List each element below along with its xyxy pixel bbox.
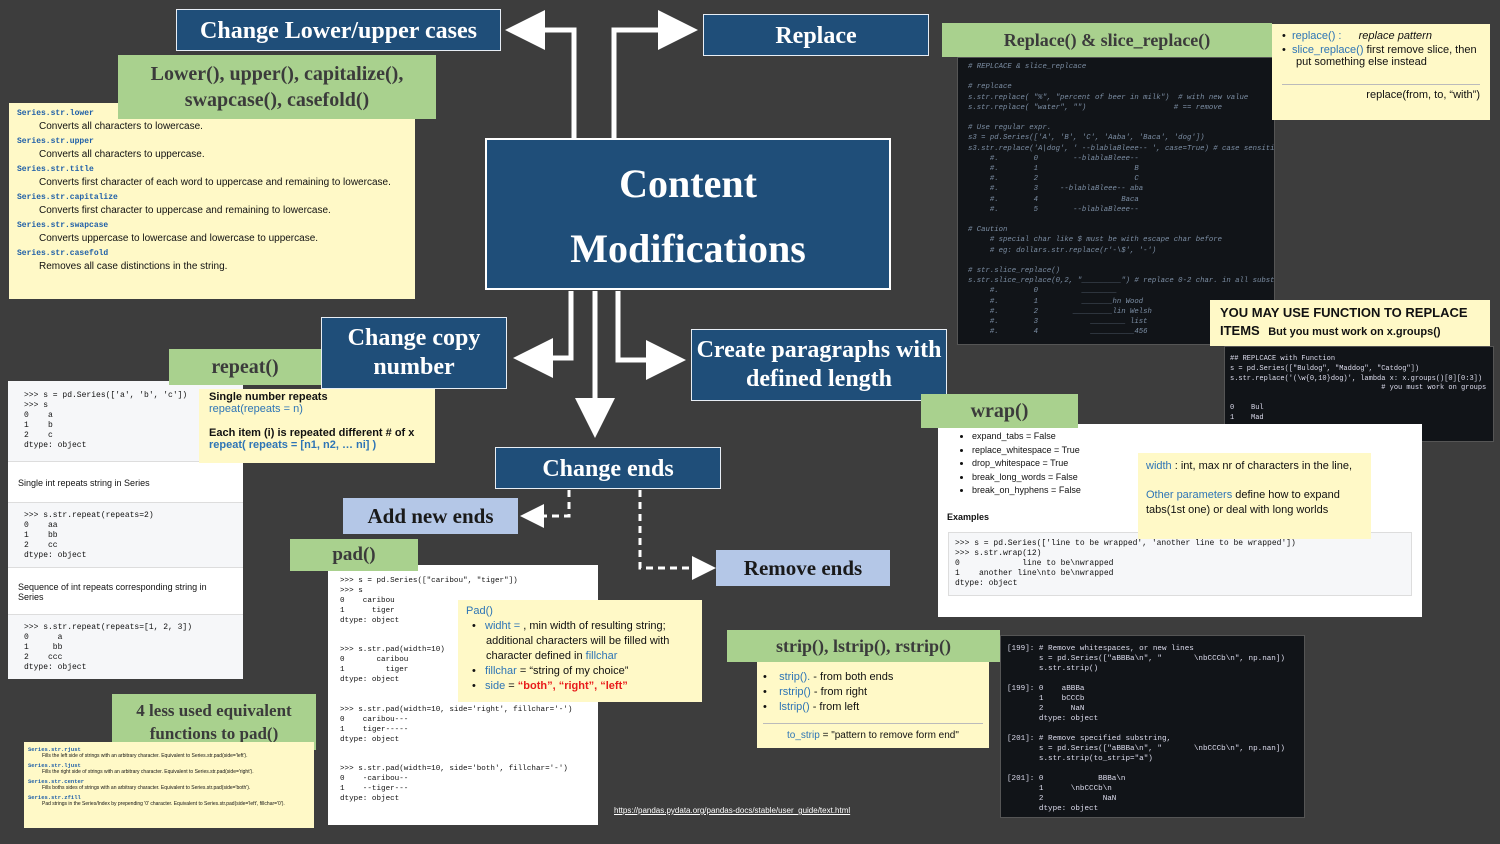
wrap-note-width: width : int, max nr of characters in the… — [1146, 460, 1353, 472]
strip-code-block: [199]: # Remove whitespaces, or new line… — [1000, 635, 1305, 818]
pad-note-item-1: • widht = , min width of resulting strin… — [472, 620, 670, 662]
header-replace: Replace — [703, 14, 929, 56]
center-topic: Content Modifications — [485, 138, 891, 290]
label-pad: pad() — [290, 539, 418, 571]
label-less-used: 4 less used equivalent functions to pad(… — [112, 694, 316, 750]
center-title-line1: Content — [619, 161, 757, 206]
strip-bullet-2: • rstrip() - from right — [763, 686, 868, 698]
pad-note-item-3: • side = “both”, “right”, “left” — [472, 680, 628, 692]
case-method-name: Series.str.swapcase — [17, 221, 109, 230]
replace-signature: replace(from, to, “with”) — [1282, 84, 1480, 101]
header-remove-ends: Remove ends — [716, 550, 890, 586]
label-replace-funcs: Replace() & slice_replace() — [942, 23, 1272, 57]
less-used-desc: Fills boths sides of strings with an arb… — [42, 785, 251, 791]
case-method-desc: Converts first character of each word to… — [39, 177, 391, 188]
wrap-examples-label: Examples — [947, 511, 990, 522]
wrap-code: >>> s = pd.Series(['line to be wrapped',… — [948, 531, 1412, 596]
strip-to-strip: to_strip = "pattern to remove form end" — [763, 723, 983, 743]
repeat-note-t2: Each item (i) is repeated different # of… — [209, 427, 415, 439]
pad-code: >>> s = pd.Series(["caribou", "tiger"]) … — [340, 577, 573, 803]
case-method-name: Series.str.title — [17, 165, 94, 174]
strip-bullet-3: • lstrip() - from left — [763, 701, 860, 713]
replace-bullet-1: • replace() : replace pattern — [1282, 30, 1432, 42]
case-method-name: Series.str.casefold — [17, 249, 109, 258]
header-copy-number: Change copy number — [321, 317, 507, 389]
wrap-param: expand_tabs = False — [972, 430, 1422, 444]
header-lower-upper: Change Lower/upper cases — [176, 9, 501, 51]
label-wrap: wrap() — [921, 394, 1078, 428]
center-title-line2: Modifications — [570, 226, 806, 271]
replace-note: • replace() : replace pattern • slice_re… — [1272, 24, 1490, 120]
replace-bullet-2: • slice_replace() first remove slice, th… — [1282, 44, 1477, 68]
pad-note-item-2: • fillchar = “string of my choice” — [472, 665, 629, 677]
repeat-note-c1: repeat(repeats = n) — [209, 403, 303, 415]
wrap-param: break_long_words = False — [972, 471, 1422, 485]
pad-note: Pad() • widht = , min width of resulting… — [458, 600, 702, 702]
less-used-name: Series.str.ljust — [28, 762, 81, 769]
header-change-ends: Change ends — [495, 447, 721, 489]
wrap-note: width : int, max nr of characters in the… — [1138, 453, 1371, 539]
strip-note: • strip(). - from both ends • rstrip() -… — [757, 662, 989, 748]
repeat-code-3: >>> s.str.repeat(repeats=[1, 2, 3]) 0 a … — [8, 614, 243, 679]
repeat-text-1: Single int repeats string in Series — [8, 461, 243, 502]
label-lower-funcs: Lower(), upper(), capitalize(), swapcase… — [118, 55, 436, 119]
repeat-note-t1: Single number repeats — [209, 391, 328, 403]
less-used-name: Series.str.center — [28, 778, 85, 785]
strip-code: [199]: # Remove whitespaces, or new line… — [1007, 645, 1285, 813]
case-method-name: Series.str.lower — [17, 109, 94, 118]
source-link[interactable]: https://pandas.pydata.org/pandas-docs/st… — [614, 806, 851, 815]
repeat-note-c2: repeat( repeats = [n1, n2, … ni] ) — [209, 439, 377, 451]
repeat-note: Single number repeats repeat(repeats = n… — [199, 389, 435, 463]
header-paragraphs: Create paragraphs with defined length — [691, 329, 947, 401]
case-method-desc: Converts all characters to uppercase. — [39, 149, 205, 160]
less-used-name: Series.str.rjust — [28, 746, 81, 753]
less-used-name: Series.str.zfill — [28, 794, 81, 801]
replace-code-block: # REPLCACE & slice_replcace # replcace s… — [957, 57, 1275, 345]
less-used-desc: Pad strings in the Series/Index by prepe… — [42, 801, 285, 807]
less-used-desc: Fills the right side of strings with an … — [42, 769, 254, 775]
function-note-sub: But you must work on x.groups() — [1268, 326, 1441, 338]
case-method-name: Series.str.upper — [17, 137, 94, 146]
label-strip: strip(), lstrip(), rstrip() — [727, 630, 1000, 662]
wrap-param: replace_whitespace = True — [972, 444, 1422, 458]
case-method-desc: Converts uppercase to lowercase and lowe… — [39, 233, 319, 244]
header-add-ends: Add new ends — [343, 498, 518, 534]
pad-note-title: Pad() — [466, 605, 493, 617]
wrap-param: break_on_hyphens = False — [972, 484, 1422, 498]
less-used-desc: Fills the left side of strings with an a… — [42, 753, 248, 759]
label-repeat: repeat() — [169, 349, 321, 385]
wrap-params-list: expand_tabs = Falsereplace_whitespace = … — [938, 430, 1422, 498]
case-method-desc: Removes all case distinctions in the str… — [39, 261, 228, 272]
case-method-desc: Converts first character to uppercase an… — [39, 205, 331, 216]
strip-bullet-1: • strip(). - from both ends — [763, 671, 894, 683]
wrap-param: drop_whitespace = True — [972, 457, 1422, 471]
repeat-code-2: >>> s.str.repeat(repeats=2) 0 aa 1 bb 2 … — [8, 502, 243, 568]
case-method-name: Series.str.capitalize — [17, 193, 118, 202]
case-method-desc: Converts all characters to lowercase. — [39, 121, 203, 132]
function-note-title: YOU MAY USE FUNCTION TO REPLACE ITEMS — [1220, 305, 1468, 338]
repeat-text-2: Sequence of int repeats corresponding st… — [18, 582, 207, 602]
replace-code: # REPLCACE & slice_replcace # replcace s… — [968, 63, 1275, 337]
function-note: YOU MAY USE FUNCTION TO REPLACE ITEMS Bu… — [1210, 300, 1490, 346]
wrap-note-other: Other parameters define how to expand ta… — [1146, 489, 1340, 516]
